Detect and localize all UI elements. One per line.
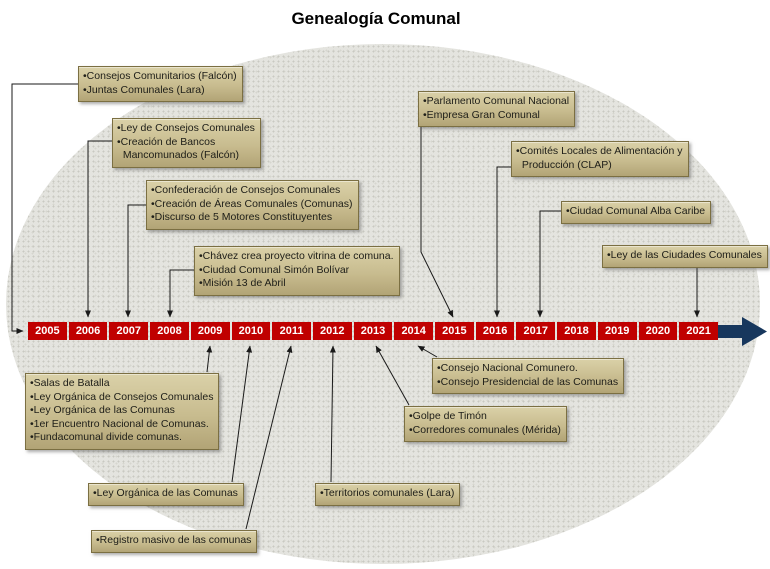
year-2015: 2015 — [435, 322, 474, 340]
callout-line: •Fundacomunal divide comunas. — [30, 431, 182, 443]
year-2009: 2009 — [190, 322, 230, 340]
callout-2012-events: •Territorios comunales (Lara) — [315, 483, 461, 506]
callout-2015-events: •Parlamento Comunal Nacional•Empresa Gra… — [418, 91, 576, 127]
year-2017: 2017 — [516, 322, 556, 340]
callout-line: •Empresa Gran Comunal — [423, 108, 540, 121]
callout-2008-events: •Chávez crea proyecto vitrina de comuna.… — [194, 246, 400, 296]
year-2012: 2012 — [312, 322, 352, 340]
callout-line: •Ley Orgánica de las Comunas — [30, 404, 175, 416]
year-2007: 2007 — [109, 322, 149, 340]
callout-2011-events: •Registro masivo de las comunas — [91, 530, 258, 553]
year-2008: 2008 — [150, 322, 189, 340]
page-title: Genealogía Comunal — [291, 9, 461, 28]
callout-line: •Confederación de Consejos Comunales — [151, 184, 341, 196]
callout-2009-events: •Salas de Batalla•Ley Orgánica de Consej… — [25, 373, 220, 450]
callout-line: •Ley de Consejos Comunales — [117, 122, 255, 134]
callout-2006-events: •Ley de Consejos Comunales•Creación de B… — [112, 118, 261, 168]
callout-line: Producción (CLAP) — [516, 158, 612, 171]
callout-2017-events: •Ciudad Comunal Alba Caribe — [561, 201, 712, 224]
callout-line: Mancomunados (Falcón) — [117, 149, 239, 161]
callout-line: •Corredores comunales (Mérida) — [409, 423, 561, 436]
callout-2005-events: •Consejos Comunitarios (Falcón)•Juntas C… — [78, 66, 243, 102]
year-2021: 2021 — [679, 322, 718, 340]
callout-line: •Territorios comunales (Lara) — [320, 487, 455, 499]
callout-line: •Ley de las Ciudades Comunales — [607, 249, 762, 261]
callout-line: •Ley Orgánica de Consejos Comunales — [30, 390, 214, 403]
year-2013: 2013 — [353, 322, 393, 340]
callout-line: •Golpe de Timón — [409, 410, 487, 422]
callout-line: •Registro masivo de las comunas — [96, 534, 252, 546]
year-2020: 2020 — [638, 322, 678, 340]
callout-2016-events: •Comités Locales de Alimentación y Produ… — [511, 141, 689, 177]
callout-line: •Consejos Comunitarios (Falcón) — [83, 70, 237, 82]
year-2018: 2018 — [557, 322, 596, 340]
year-2016: 2016 — [475, 322, 515, 340]
callout-line: •Ciudad Comunal Simón Bolívar — [199, 263, 350, 276]
callout-line: •Consejo Nacional Comunero. — [437, 362, 578, 374]
callout-2014-events: •Consejo Nacional Comunero.•Consejo Pres… — [432, 358, 625, 394]
callout-2021-events: •Ley de las Ciudades Comunales — [602, 245, 768, 268]
callout-line: •1er Encuentro Nacional de Comunas. — [30, 417, 209, 430]
callout-line: •Parlamento Comunal Nacional — [423, 95, 570, 107]
year-2005: 2005 — [28, 322, 67, 340]
callout-line: •Creación de Áreas Comunales (Comunas) — [151, 197, 353, 210]
callout-line: •Comités Locales de Alimentación y — [516, 145, 683, 157]
callout-line: •Ciudad Comunal Alba Caribe — [566, 205, 706, 217]
callout-line: •Ley Orgánica de las Comunas — [93, 487, 238, 499]
year-2011: 2011 — [272, 322, 311, 340]
year-2010: 2010 — [231, 322, 271, 340]
callout-line: •Chávez crea proyecto vitrina de comuna. — [199, 250, 394, 262]
callout-line: •Consejo Presidencial de las Comunas — [437, 375, 619, 388]
year-2014: 2014 — [394, 322, 434, 340]
callout-line: •Discurso de 5 Motores Constituyentes — [151, 211, 333, 223]
callout-line: •Misión 13 de Abril — [199, 277, 286, 289]
callout-line: •Creación de Bancos — [117, 135, 216, 148]
callout-line: •Salas de Batalla — [30, 377, 110, 389]
callout-2010-events: •Ley Orgánica de las Comunas — [88, 483, 244, 506]
year-2019: 2019 — [597, 322, 637, 340]
year-2006: 2006 — [68, 322, 108, 340]
callout-line: •Juntas Comunales (Lara) — [83, 83, 205, 96]
callout-2007-events: •Confederación de Consejos Comunales•Cre… — [146, 180, 359, 230]
callout-2013-events: •Golpe de Timón•Corredores comunales (Mé… — [404, 406, 567, 442]
